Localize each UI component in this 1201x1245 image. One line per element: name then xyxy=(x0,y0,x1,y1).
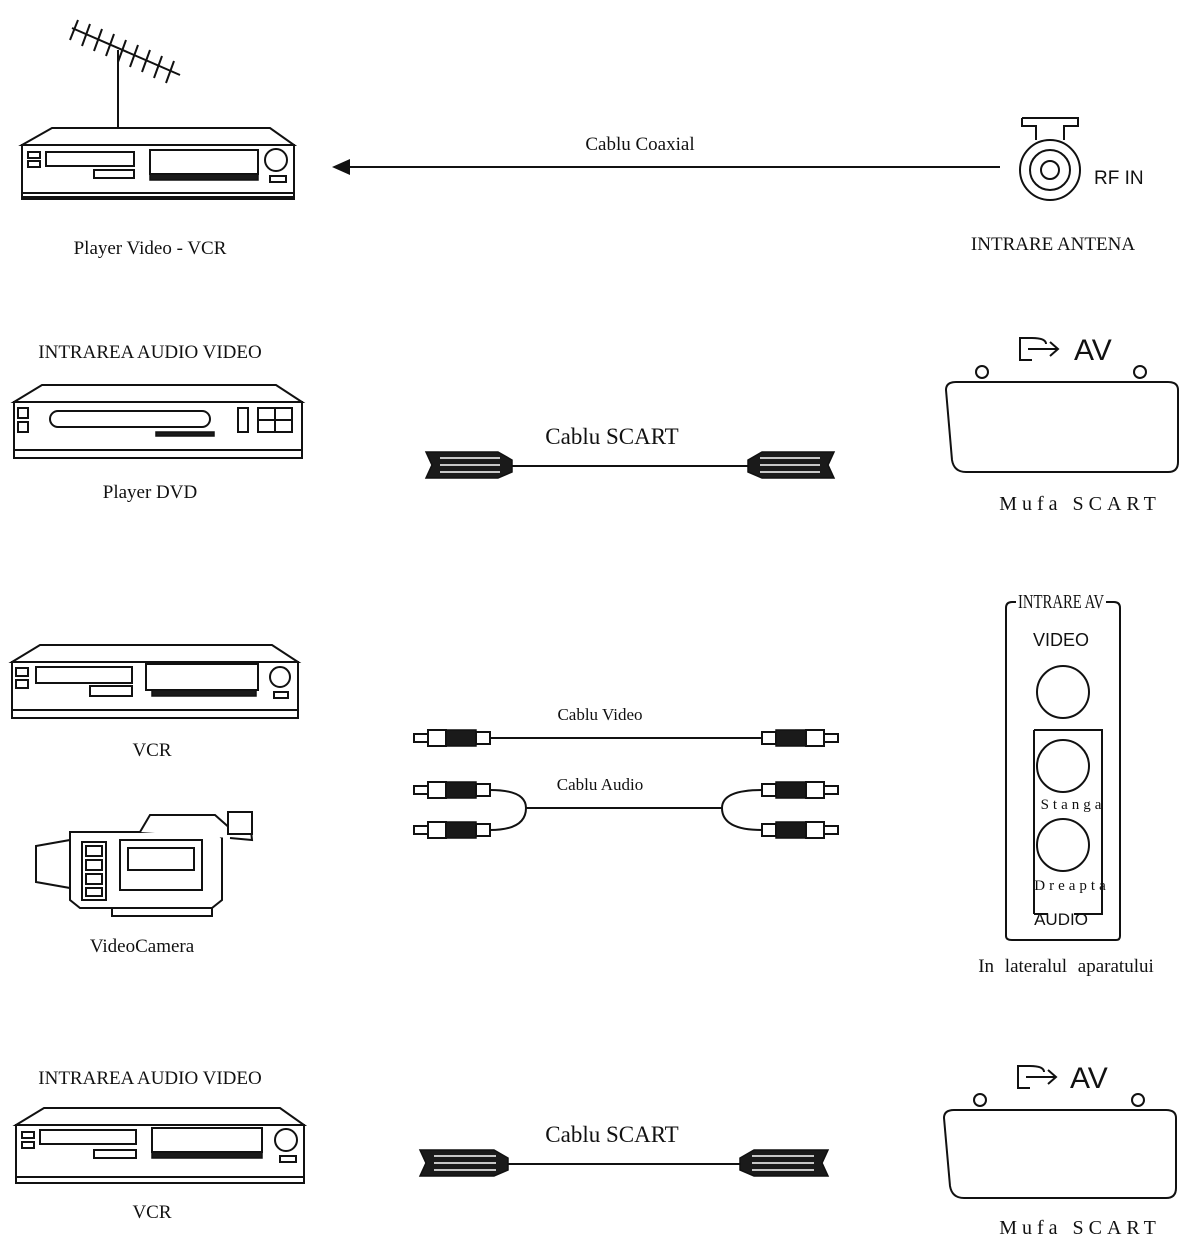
av-input-symbol-icon xyxy=(1019,337,1060,361)
arrow-left-icon xyxy=(332,159,350,175)
scart-socket-label-1: Mufa SCART xyxy=(999,493,1161,515)
antenna-input-label: INTRARE ANTENA xyxy=(971,234,1135,255)
vcr-label: VCR xyxy=(132,740,171,761)
scart-cable-label-2: Cablu SCART xyxy=(545,1122,678,1147)
vcr-player-label: Player Video - VCR xyxy=(74,238,227,259)
av-panel-video-label: VIDEO xyxy=(1033,630,1089,650)
audio-video-input-heading: INTRAREA AUDIO VIDEO xyxy=(38,342,261,363)
av-panel-right-label: Dreapta xyxy=(1034,878,1109,894)
av-input-symbol-icon-2 xyxy=(1017,1065,1058,1089)
av-panel-audio-label: AUDIO xyxy=(1034,910,1088,929)
av-panel-left-label: Stanga xyxy=(1041,797,1106,813)
scart-plug-left-icon xyxy=(424,451,513,479)
dvd-player-icon xyxy=(10,384,306,459)
rca-plug-audio-right-bottom-icon xyxy=(761,821,839,839)
dvd-player-label: Player DVD xyxy=(103,482,197,503)
coaxial-cable-label: Cablu Coaxial xyxy=(585,134,694,155)
scart-socket-label-2: Mufa SCART xyxy=(999,1217,1161,1239)
rf-port-icon xyxy=(1019,117,1081,201)
vcr-icon xyxy=(8,644,302,719)
audio-cable xyxy=(413,781,839,839)
rca-plug-right-icon xyxy=(761,729,839,747)
vcr-icon-2 xyxy=(12,1107,308,1184)
scart-socket-icon-2 xyxy=(942,1093,1177,1199)
av-text-1: AV xyxy=(1074,334,1112,367)
rca-plug-audio-right-top-icon xyxy=(761,781,839,799)
scart-plug-left-icon-2 xyxy=(418,1149,509,1177)
vcr-player-icon xyxy=(18,127,298,200)
video-cable-label: Cablu Video xyxy=(557,705,642,724)
scart-cable-1 xyxy=(424,451,836,479)
rca-plug-audio-left-top-icon xyxy=(413,781,491,799)
antenna-icon xyxy=(69,19,181,130)
scart-plug-right-icon xyxy=(747,451,836,479)
rca-plug-left-icon xyxy=(413,729,491,747)
av-panel-caption: In lateralul aparatului xyxy=(978,956,1154,977)
av-text-2: AV xyxy=(1070,1062,1108,1095)
video-camera-label: VideoCamera xyxy=(90,936,195,957)
rca-plug-audio-left-bottom-icon xyxy=(413,821,491,839)
audio-video-input-heading-2: INTRAREA AUDIO VIDEO xyxy=(38,1068,261,1089)
scart-plug-right-icon-2 xyxy=(739,1149,830,1177)
video-cable xyxy=(413,729,839,747)
av-panel-title: INTRARE AV xyxy=(1018,591,1104,613)
scart-cable-label-1: Cablu SCART xyxy=(545,424,678,449)
scart-socket-icon-1 xyxy=(944,365,1179,473)
scart-cable-2 xyxy=(418,1149,830,1177)
rf-in-text: RF IN xyxy=(1094,168,1144,189)
audio-cable-label: Cablu Audio xyxy=(557,775,643,794)
vcr-label-2: VCR xyxy=(132,1202,171,1223)
coaxial-cable xyxy=(332,159,1000,175)
video-camera-icon xyxy=(35,811,254,917)
av-side-panel xyxy=(1005,601,1121,941)
